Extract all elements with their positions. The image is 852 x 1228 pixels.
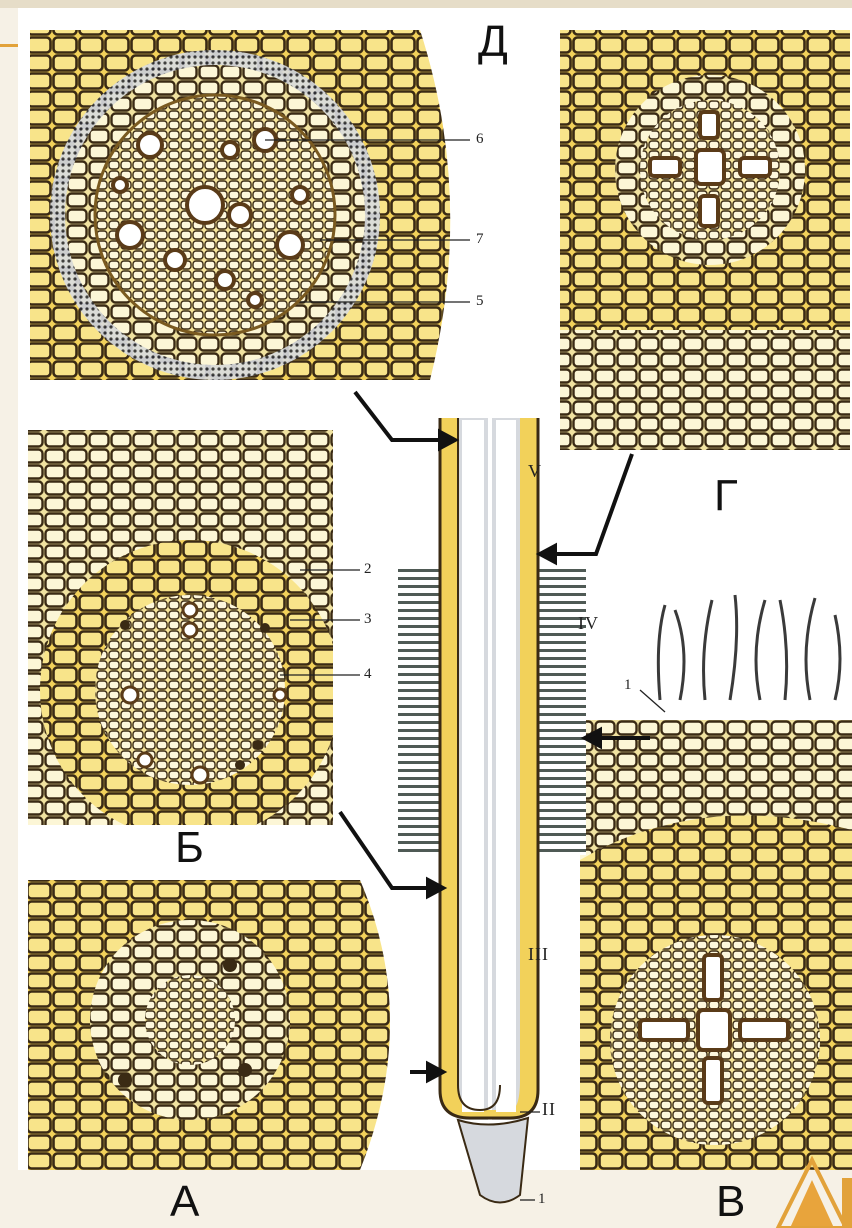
cross-section-v bbox=[580, 595, 852, 1170]
label-panel-v: В bbox=[716, 1180, 745, 1224]
cross-section-b bbox=[28, 430, 340, 840]
arrow-g bbox=[540, 454, 632, 562]
label-7: 7 bbox=[476, 232, 484, 247]
zone-label-iv: IV bbox=[578, 614, 599, 632]
cross-section-g bbox=[560, 30, 850, 450]
longitudinal-root bbox=[398, 418, 586, 1203]
cross-section-a bbox=[28, 880, 390, 1170]
label-1-root-cap: 1 bbox=[538, 1192, 546, 1207]
label-4: 4 bbox=[364, 667, 372, 682]
cross-section-d bbox=[30, 30, 470, 380]
label-panel-d: Д bbox=[478, 20, 508, 64]
leader-line-hair bbox=[640, 690, 665, 712]
label-5: 5 bbox=[476, 294, 484, 309]
triangle-up-icon bbox=[778, 1160, 846, 1228]
label-panel-a: А bbox=[170, 1180, 199, 1224]
zone-label-ii: II bbox=[542, 1100, 556, 1118]
label-2: 2 bbox=[364, 562, 372, 577]
label-panel-g: Г bbox=[714, 474, 738, 518]
label-panel-b: Б bbox=[175, 826, 204, 870]
zone-label-v: V bbox=[528, 462, 542, 480]
corner-accent-box bbox=[842, 1178, 852, 1228]
label-6: 6 bbox=[476, 132, 484, 147]
zone-label-iii: III bbox=[528, 945, 549, 963]
arrow-a bbox=[410, 1064, 443, 1080]
label-3: 3 bbox=[364, 612, 372, 627]
label-1-root-hair: 1 bbox=[624, 678, 632, 693]
